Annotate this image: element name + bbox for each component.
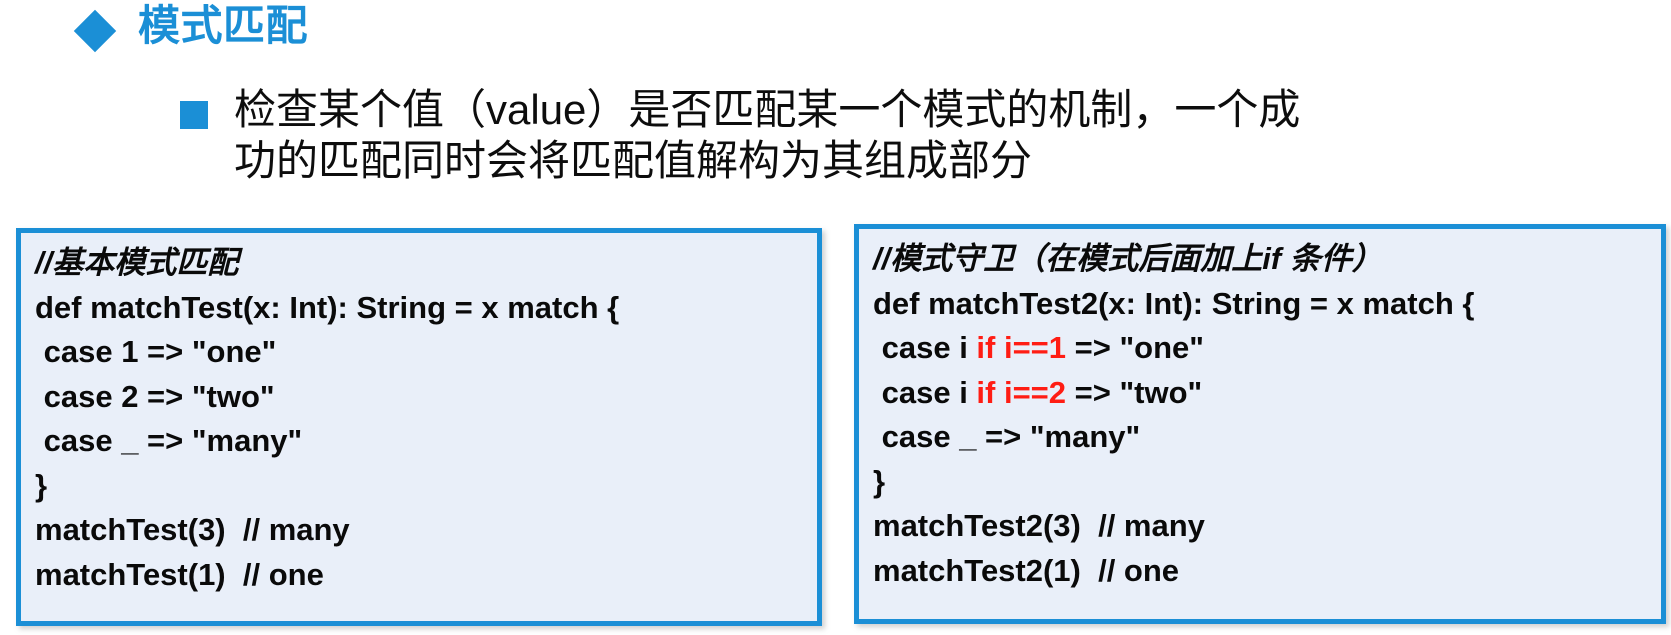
diamond-bullet-icon (73, 9, 117, 53)
code-line: matchTest2(3) // many (873, 508, 1205, 543)
code-segment: => "one" (1066, 330, 1204, 365)
code-line: case _ => "many" (873, 419, 1141, 454)
code-line: case _ => "many" (35, 423, 303, 458)
code-segment: case i (873, 374, 977, 410)
code-line: case 1 => "one" (35, 334, 277, 369)
code-line: } (35, 467, 48, 503)
code-line: case 2 => "two" (35, 378, 275, 414)
slide-heading: 模式匹配 (73, 2, 309, 53)
slide-subbullet: 检查某个值（value）是否匹配某一个模式的机制，一个成 功的匹配同时会将匹配值… (180, 84, 1671, 186)
code-line: def matchTest2(x: Int): String = x match… (873, 285, 1475, 321)
code-line: case i if i==2 => "two" (873, 371, 1661, 416)
code-lines-right: //模式守卫（在模式后面加上if 条件） def matchTest2(x: In… (859, 229, 1661, 593)
code-line: def matchTest(x: Int): String = x match … (35, 289, 620, 325)
code-line: } (873, 463, 886, 499)
code-line: //模式守卫（在模式后面加上if 条件） (873, 241, 1383, 276)
code-block-pattern-guard-match: //模式守卫（在模式后面加上if 条件） def matchTest2(x: In… (854, 224, 1666, 624)
pattern-guard-highlight: if i==1 (976, 330, 1067, 365)
subbullet-description: 检查某个值（value）是否匹配某一个模式的机制，一个成 功的匹配同时会将匹配值… (234, 86, 1301, 185)
code-segment: case i (873, 330, 977, 365)
code-segment: => "two" (1066, 374, 1203, 410)
page-title: 模式匹配 (138, 2, 309, 49)
code-line: //基本模式匹配 (35, 245, 239, 280)
code-lines-left: //基本模式匹配 def matchTest(x: Int): String = … (21, 233, 817, 597)
code-block-basic-pattern-match: //基本模式匹配 def matchTest(x: Int): String = … (16, 228, 822, 626)
code-line: matchTest(3) // many (35, 512, 350, 547)
code-line: matchTest2(1) // one (873, 552, 1180, 588)
code-line: matchTest(1) // one (35, 556, 324, 592)
pattern-guard-highlight: if i==2 (976, 374, 1067, 410)
square-bullet-icon (180, 101, 208, 129)
code-line: case i if i==1 => "one" (873, 326, 1661, 371)
